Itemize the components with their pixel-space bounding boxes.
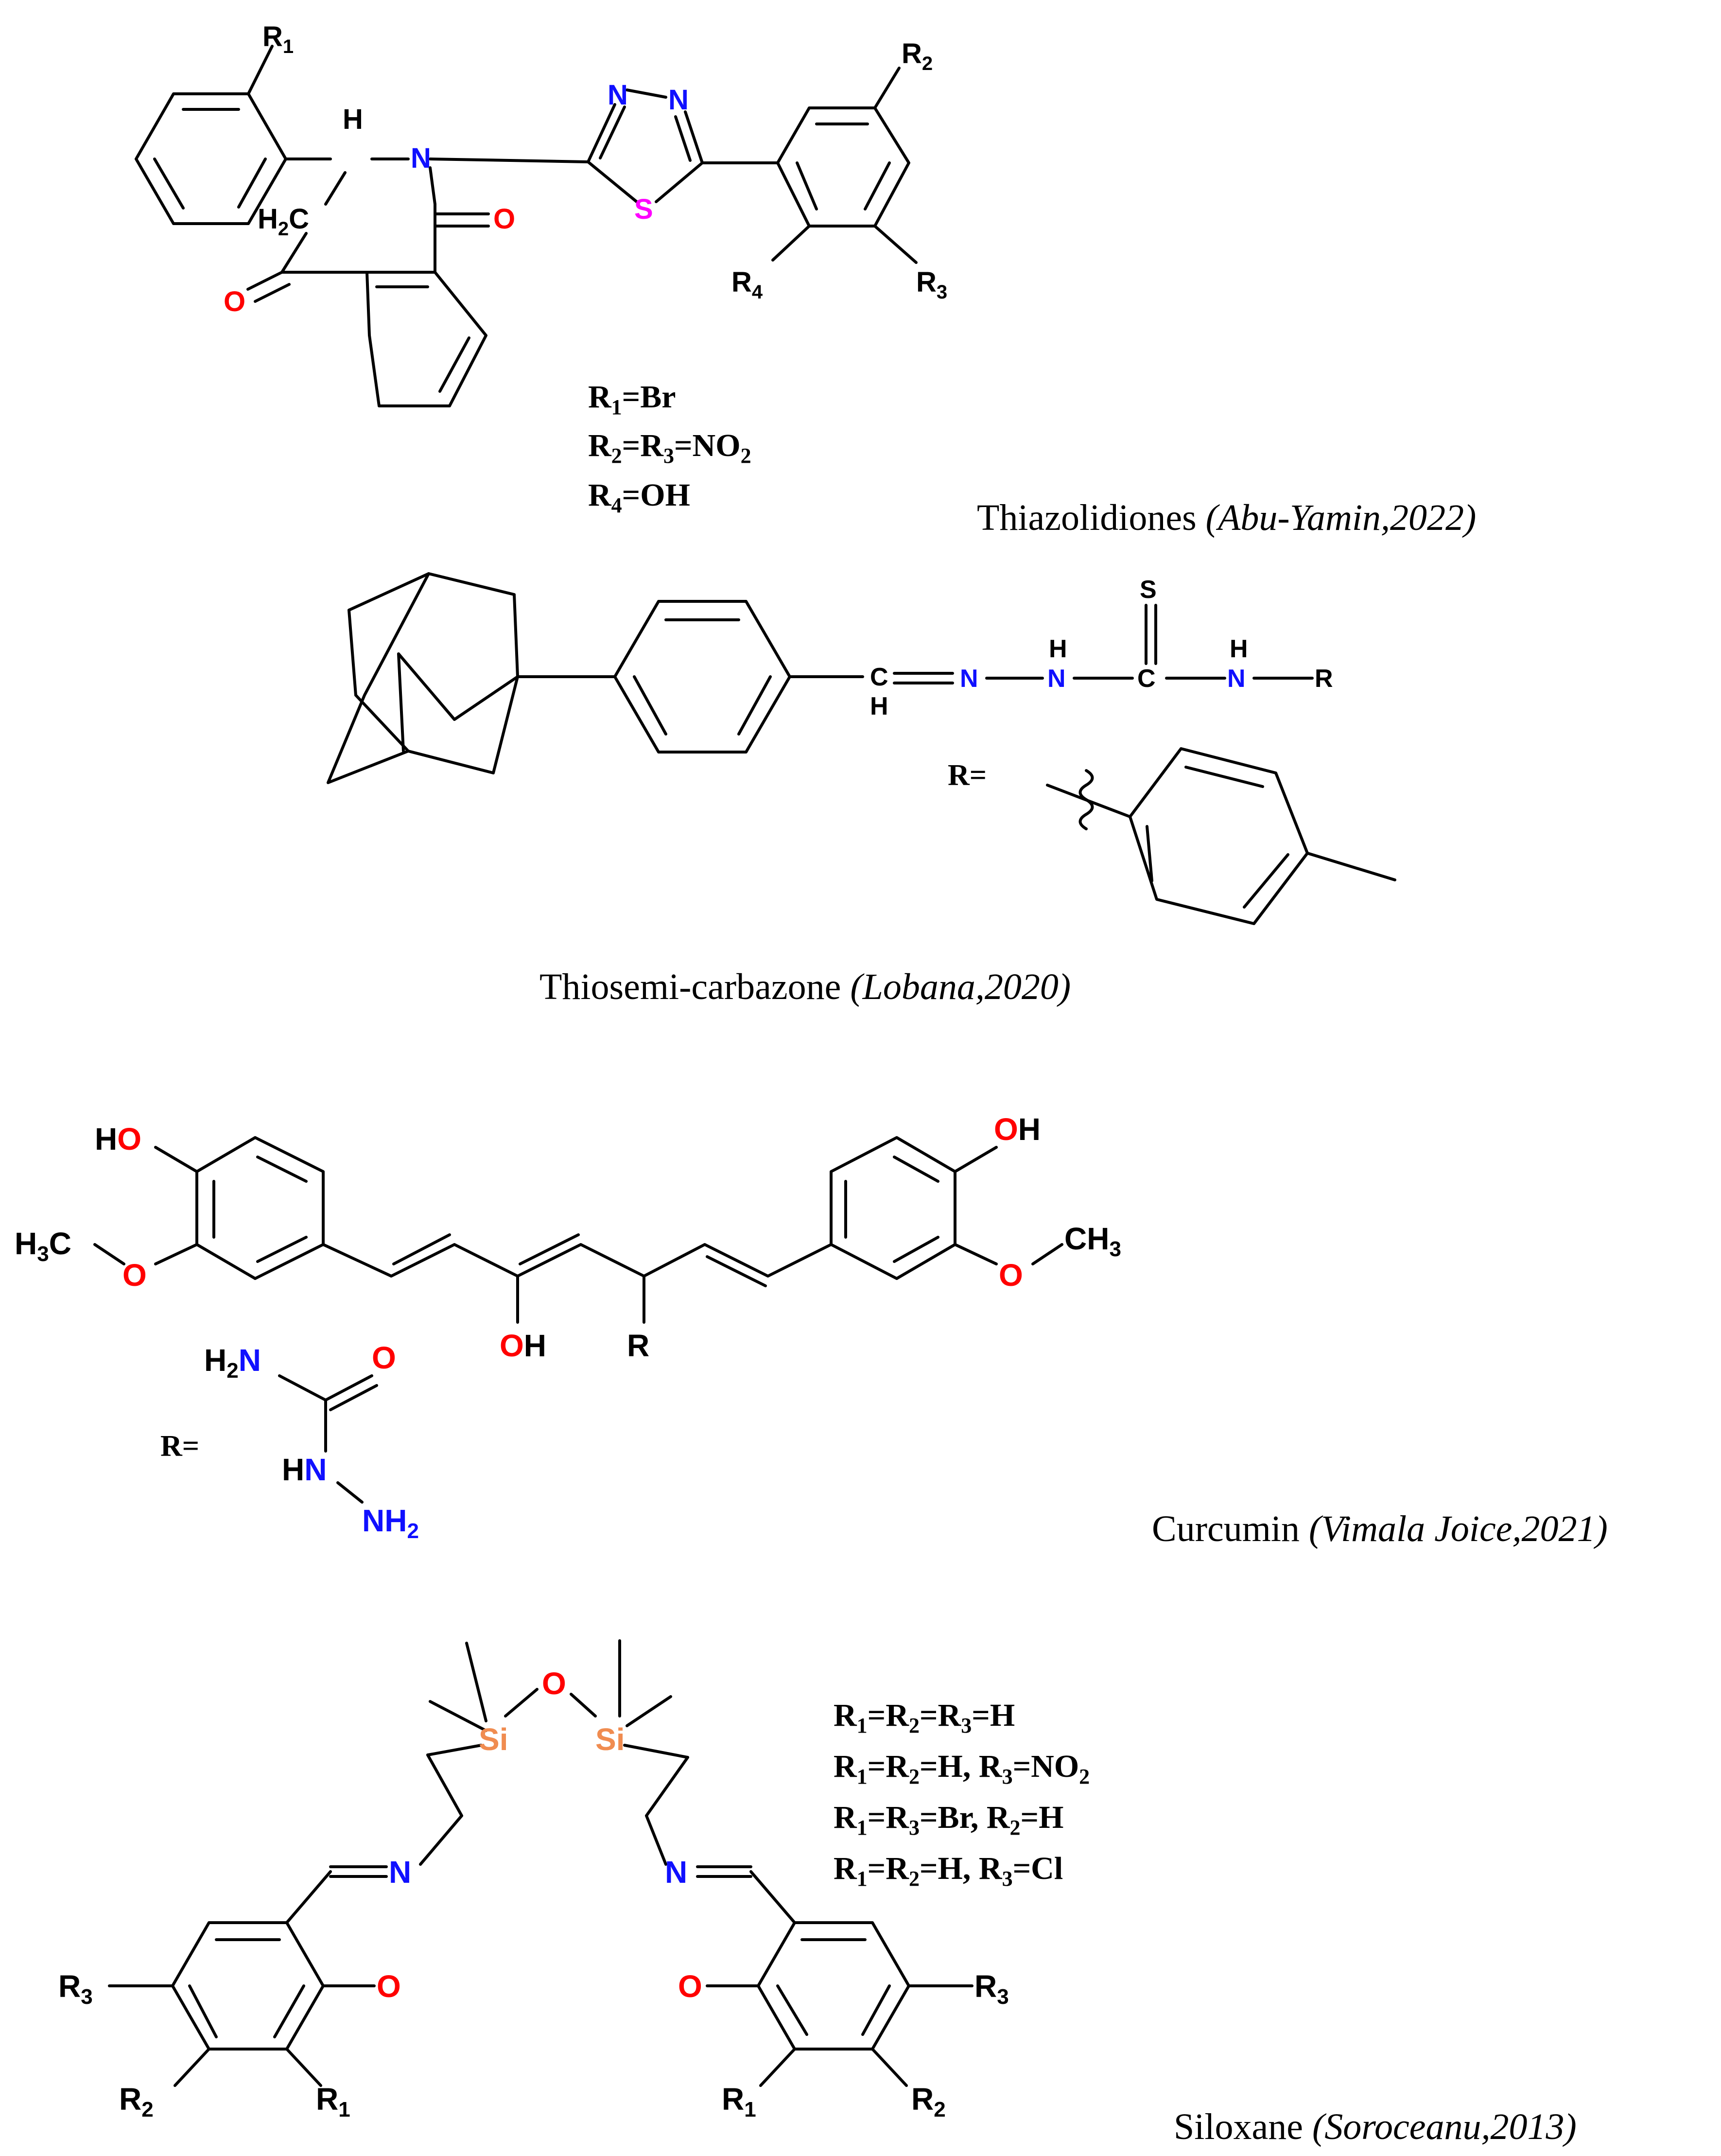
sub-line-4: R1=R2=H, R3=Cl bbox=[834, 1851, 1063, 1891]
sub-line-3: R1=R3=Br, R2=H bbox=[834, 1800, 1063, 1840]
left-methoxy-o-label: O bbox=[122, 1258, 147, 1293]
adamantane-cage bbox=[327, 572, 519, 784]
guaiacol-ring-right bbox=[830, 1136, 956, 1280]
r3-right-label: R3 bbox=[974, 1969, 1009, 2009]
thio-s-label: S bbox=[1140, 576, 1157, 604]
imine-c-label: C bbox=[870, 663, 888, 691]
left-hydroxyl-label: HO bbox=[95, 1122, 141, 1157]
thiosemicarbazone-structure bbox=[327, 572, 1396, 925]
imine-h-label: H bbox=[870, 692, 888, 720]
imine-n-label: N bbox=[960, 665, 978, 693]
nh2-n-label: N bbox=[1227, 665, 1246, 693]
siloxane-caption: Siloxane (Soroceanu,2013) bbox=[1174, 2106, 1577, 2147]
tolyl-ring bbox=[1129, 747, 1309, 925]
hydrazine-hn-label: HN bbox=[282, 1452, 327, 1487]
r1-right-label: R1 bbox=[722, 2082, 756, 2121]
r2-right-label: R2 bbox=[911, 2082, 946, 2121]
nh-h-label: H bbox=[1049, 635, 1067, 663]
sub-line-3: R4=OH bbox=[588, 477, 690, 517]
sub-line-2: R2=R3=NO2 bbox=[588, 428, 751, 468]
left-methyl-label: H3C bbox=[15, 1226, 71, 1266]
thiazolidione-substituents: R1=Br R2=R3=NO2 R4=OH bbox=[588, 379, 751, 517]
benzene-ring-right bbox=[776, 106, 910, 228]
amine-nh2-label: H2N bbox=[204, 1343, 261, 1383]
phenol-ring-left bbox=[171, 1921, 325, 2051]
nh-n-label: N bbox=[1047, 665, 1066, 693]
r2-left-label: R2 bbox=[119, 2082, 154, 2121]
thiosemicarbazone-atom-labels: C H N H N C S H N R bbox=[870, 576, 1333, 720]
thiazolidione-caption: Thiazolidiones (Abu-Yamin,2022) bbox=[977, 497, 1476, 538]
r4-label: R4 bbox=[731, 266, 763, 303]
thiazolidione-atom-labels: R1 H N H2C O O N N S R2 R3 R4 bbox=[224, 21, 947, 317]
n2-label: N bbox=[668, 84, 689, 116]
terminal-nh2-label: NH2 bbox=[362, 1503, 419, 1543]
siloxane-structure bbox=[108, 1639, 973, 2087]
r1-left-label: R1 bbox=[316, 2082, 350, 2121]
enol-oh-label: OH bbox=[500, 1328, 546, 1363]
curcumin-caption: Curcumin (Vimala Joice,2021) bbox=[1152, 1508, 1608, 1549]
guaiacol-ring-left bbox=[195, 1136, 325, 1280]
thiosemicarbazone-caption: Thiosemi-carbazone (Lobana,2020) bbox=[539, 966, 1071, 1007]
si-left-label: Si bbox=[479, 1722, 508, 1757]
thiazolidione-structure bbox=[135, 45, 918, 407]
r3-label: R3 bbox=[916, 266, 947, 303]
bridge-o-label: O bbox=[542, 1666, 566, 1701]
amide-n-label: N bbox=[411, 142, 431, 174]
r-label: R bbox=[1315, 665, 1333, 693]
phenol-ring-right bbox=[757, 1921, 910, 2051]
phenol-o-left-label: O bbox=[377, 1969, 401, 2004]
benzene-ring-center bbox=[365, 271, 487, 407]
thiadiazole-ring bbox=[587, 88, 704, 203]
s-label: S bbox=[634, 193, 653, 225]
urea-o-label: O bbox=[372, 1340, 396, 1375]
sub-line-1: R1=Br bbox=[588, 379, 676, 419]
curcumin-r-equals: R= bbox=[160, 1430, 199, 1463]
sub-line-1: R1=R2=R3=H bbox=[834, 1698, 1015, 1737]
r1-label: R1 bbox=[262, 21, 294, 57]
h-label: H bbox=[343, 104, 363, 135]
n1-label: N bbox=[608, 79, 628, 111]
thio-c-label: C bbox=[1137, 665, 1156, 693]
curcumin-structure bbox=[93, 1136, 1063, 1504]
nh2-h-label: H bbox=[1230, 635, 1248, 663]
phenol-o-right-label: O bbox=[678, 1969, 702, 2004]
ch2-label: H2C bbox=[258, 203, 309, 240]
imine-n-left-label: N bbox=[389, 1855, 411, 1890]
ketone-o-label: O bbox=[224, 286, 245, 317]
r2-label: R2 bbox=[902, 38, 933, 74]
si-right-label: Si bbox=[595, 1722, 625, 1757]
sub-line-2: R1=R2=H, R3=NO2 bbox=[834, 1749, 1090, 1788]
siloxane-atom-labels: O Si Si N N O O R3 R2 R1 R1 R2 R3 bbox=[58, 1666, 1009, 2121]
right-hydroxyl-label: OH bbox=[994, 1112, 1041, 1147]
right-methyl-label: CH3 bbox=[1064, 1221, 1121, 1261]
siloxane-substituents: R1=R2=R3=H R1=R2=H, R3=NO2 R1=R3=Br, R2=… bbox=[834, 1698, 1090, 1891]
benzene-ring-para bbox=[613, 600, 791, 754]
thiosemicarbazone-r-equals: R= bbox=[948, 759, 987, 792]
r3-left-label: R3 bbox=[58, 1969, 93, 2009]
imine-n-right-label: N bbox=[665, 1855, 687, 1890]
curcumin-atom-labels: HO H3C O OH R OH O CH3 H2N O HN NH2 bbox=[15, 1112, 1121, 1543]
amide-o-label: O bbox=[493, 203, 515, 235]
right-methoxy-o-label: O bbox=[999, 1258, 1023, 1293]
central-r-label: R bbox=[627, 1328, 649, 1363]
